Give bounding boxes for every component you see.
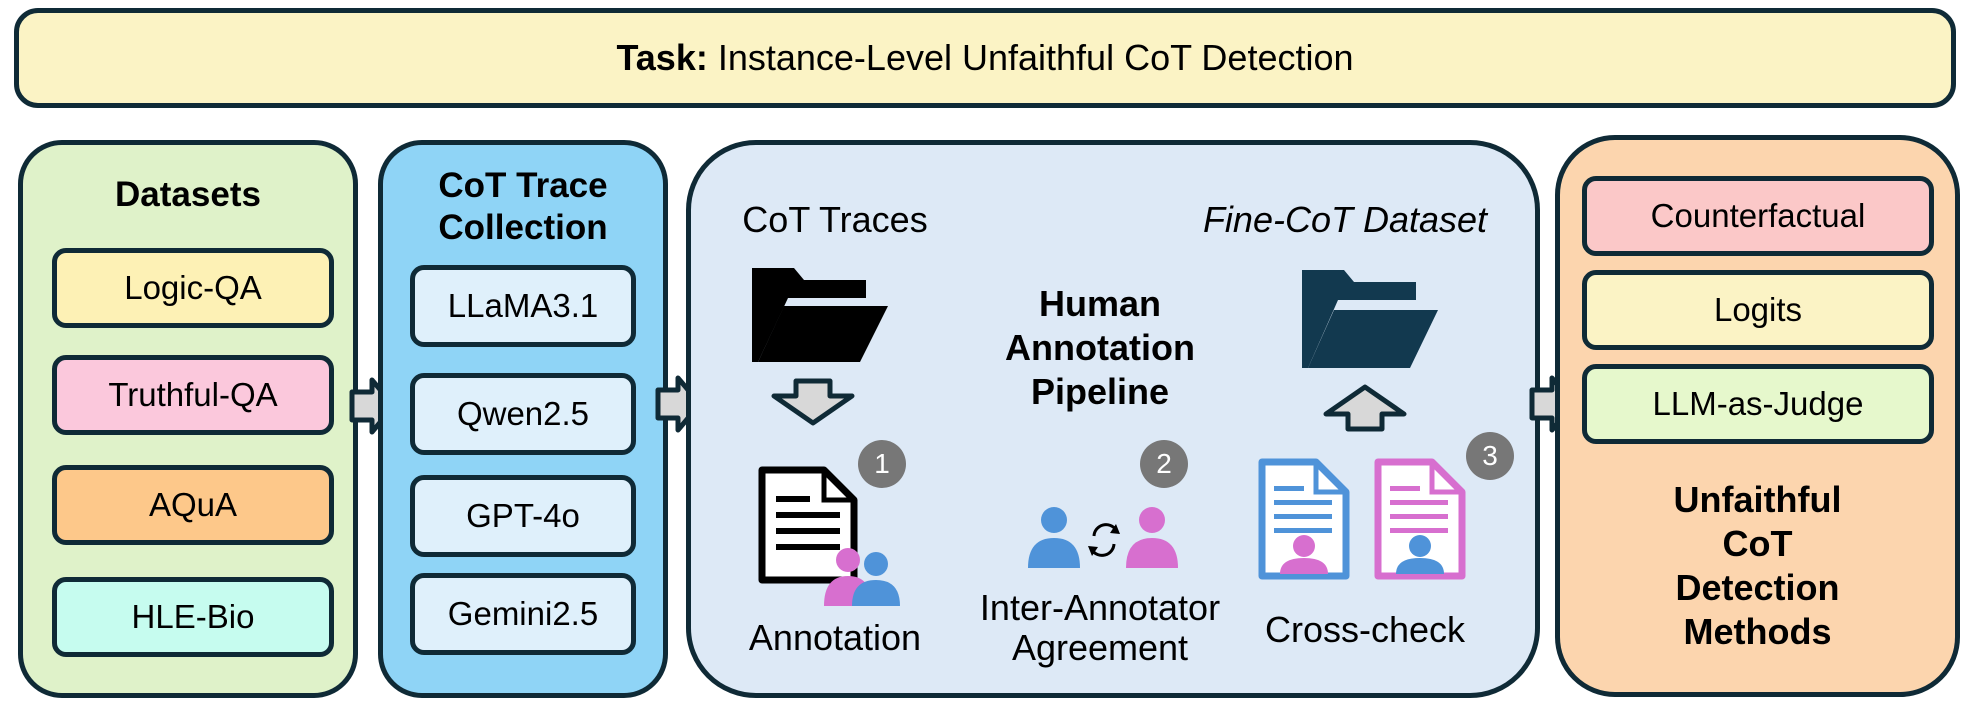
datasets-title: Datasets <box>115 175 261 214</box>
step-2-label-line1: Inter-Annotator <box>979 587 1221 628</box>
model-item-gemini: Gemini2.5 <box>410 573 636 655</box>
cot-traces-label: CoT Traces <box>742 199 928 240</box>
document-annotation-icon <box>758 466 900 606</box>
dataset-item-truthful-qa: Truthful-QA <box>52 355 334 435</box>
step-3-badge: 3 <box>1466 432 1514 480</box>
collection-title-line2: Collection <box>438 208 608 247</box>
method-item-counterfactual: Counterfactual <box>1582 176 1934 256</box>
collection-title-line1: CoT Trace <box>438 166 608 205</box>
document-blue-icon <box>1258 458 1350 580</box>
model-item-gpt: GPT-4o <box>410 475 636 557</box>
model-item-qwen: Qwen2.5 <box>410 373 636 455</box>
methods-title-line4: Methods <box>1683 611 1832 652</box>
methods-title-line3: Detection <box>1675 567 1840 608</box>
step-2-label-line2: Agreement <box>1011 627 1189 668</box>
pipeline-title-line2: Annotation <box>1005 327 1195 368</box>
arrow-down-icon <box>771 378 855 426</box>
step-2-label: Inter-Annotator Agreement <box>955 588 1245 668</box>
people-sync-icon <box>1028 507 1178 568</box>
task-text: Instance-Level Unfaithful CoT Detection <box>717 37 1354 78</box>
step-1-label: Annotation <box>748 617 922 658</box>
task-banner: Task: Instance-Level Unfaithful CoT Dete… <box>14 8 1956 108</box>
methods-title-line1: Unfaithful <box>1673 479 1842 520</box>
methods-title-line2: CoT <box>1722 523 1793 564</box>
dataset-item-aqua: AQuA <box>52 465 334 545</box>
collection-title: CoT Trace Collection <box>378 165 668 249</box>
pipeline-title-line1: Human <box>1038 283 1161 324</box>
step-3-label: Cross-check <box>1264 609 1466 650</box>
methods-title: Unfaithful CoT Detection Methods <box>1555 478 1960 654</box>
method-item-llm-as-judge: LLM-as-Judge <box>1582 364 1934 444</box>
method-item-logits: Logits <box>1582 270 1934 350</box>
task-prefix: Task: <box>616 37 708 78</box>
dataset-item-hle-bio: HLE-Bio <box>52 577 334 657</box>
fine-cot-dataset-label: Fine-CoT Dataset <box>1202 199 1488 240</box>
pipeline-title-line3: Pipeline <box>1030 371 1170 412</box>
step-2-badge: 2 <box>1140 440 1188 488</box>
step-1-badge: 1 <box>858 440 906 488</box>
folder-icon <box>1302 270 1438 368</box>
folder-icon <box>752 268 888 362</box>
arrow-up-icon <box>1323 384 1407 432</box>
dataset-item-logic-qa: Logic-QA <box>52 248 334 328</box>
document-pink-icon <box>1374 458 1466 580</box>
pipeline-title: Human Annotation Pipeline <box>950 282 1250 414</box>
model-item-llama: LLaMA3.1 <box>410 265 636 347</box>
